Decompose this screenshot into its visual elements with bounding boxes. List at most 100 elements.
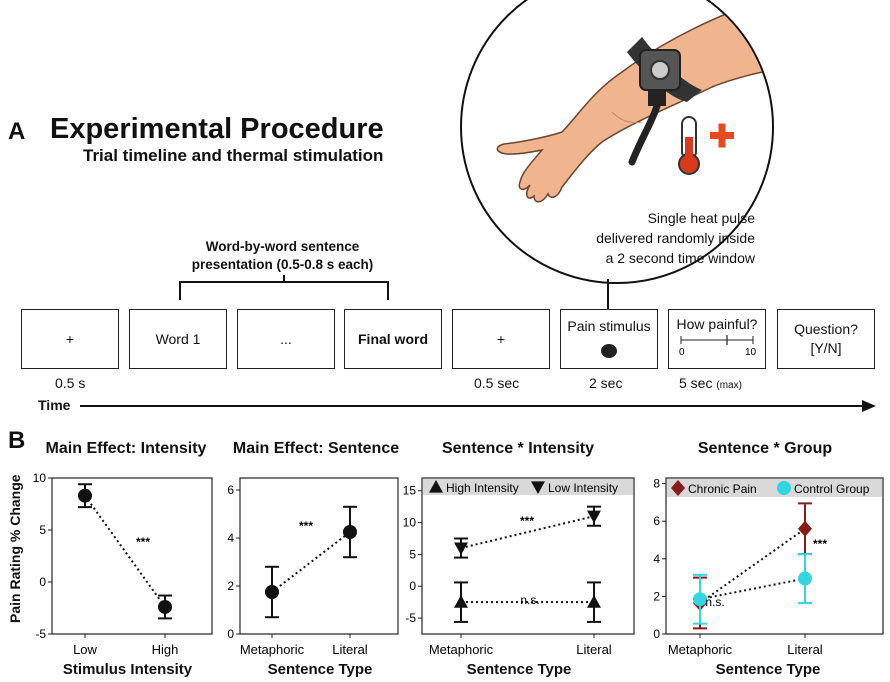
y-tick-label: -5	[35, 627, 46, 641]
data-point	[587, 510, 601, 524]
data-point	[343, 525, 357, 539]
timeline-box-fixation-2: +	[452, 309, 550, 369]
box-label: Question?	[794, 321, 858, 337]
series-connector	[271, 531, 351, 593]
y-tick-label: 10	[33, 471, 47, 485]
data-point	[78, 488, 92, 503]
scale-max-label: 10	[745, 347, 757, 358]
x-tick-label: Literal	[787, 642, 823, 657]
y-tick-label: 0	[653, 627, 660, 641]
plot-frame	[51, 477, 213, 635]
time-axis-label: Time	[38, 397, 71, 413]
x-tick-label: Literal	[576, 642, 612, 657]
timeline-box-ellipsis: ...	[237, 309, 335, 369]
plot-frame	[421, 477, 635, 635]
x-tick-label: Low	[73, 642, 97, 657]
y-tick-label: 5	[39, 523, 46, 537]
legend-label-low: Low Intensity	[548, 481, 618, 495]
stimulation-illustration	[460, 0, 774, 284]
chart-2-xlabel: Sentence Type	[267, 661, 373, 678]
duration-rating-value: 5 sec	[679, 375, 713, 391]
chart-1-title: Main Effect: Intensity	[45, 440, 207, 457]
heat-text-line-3: a 2 second time window	[605, 250, 755, 266]
y-tick-label: 5	[409, 547, 416, 561]
y-tick-label: 0	[39, 575, 46, 589]
duration-rating-max: (max)	[716, 380, 742, 391]
chart-1-xlabel: Stimulus Intensity	[62, 661, 193, 678]
bracket-label-line-2: presentation (0.5-0.8 s each)	[191, 257, 374, 272]
box-label-2: [Y/N]	[810, 340, 842, 356]
legend-background	[667, 479, 882, 497]
y-tick-label: 0	[227, 627, 234, 641]
data-point	[454, 595, 468, 608]
panel-a-title: Experimental Procedure	[50, 113, 384, 145]
legend-label-high: High Intensity	[446, 481, 519, 495]
x-tick-label: Metaphoric	[668, 642, 733, 657]
chart-3-xlabel: Sentence Type	[466, 661, 572, 678]
x-tick-label: Literal	[332, 642, 368, 657]
legend-label-control: Control Group	[794, 482, 870, 496]
box-label: +	[496, 331, 506, 347]
data-point	[798, 520, 812, 537]
timeline-box-word-1: Word 1	[129, 309, 227, 369]
legend-background	[423, 479, 633, 495]
box-label: How painful?	[676, 316, 758, 332]
y-tick-label: 0	[409, 579, 416, 593]
y-tick-label: 6	[653, 514, 660, 528]
y-tick-label: 10	[403, 516, 417, 530]
duration-fixation-1: 0.5 s	[55, 375, 86, 391]
stimulus-connector-line	[607, 279, 609, 309]
significance-annotation: ***	[299, 519, 313, 533]
duration-fixation-2: 0.5 sec	[474, 375, 520, 391]
panel-letter-a: A	[8, 118, 26, 145]
chart-4-xlabel: Sentence Type	[715, 661, 821, 678]
timeline-box-question: Question? [Y/N]	[777, 309, 875, 369]
series-connector	[84, 495, 166, 608]
legend-marker-control	[777, 481, 791, 495]
y-tick-label: 2	[653, 589, 660, 603]
heat-text-line-1: Single heat pulse	[647, 210, 755, 226]
timeline-box-pain-stimulus: Pain stimulus	[560, 309, 658, 369]
y-axis-label: Pain Rating % Change	[7, 474, 23, 623]
chart-4-title: Sentence * Group	[697, 440, 833, 457]
y-tick-label: 6	[227, 483, 234, 497]
panel-letter-b: B	[8, 427, 26, 454]
significance-annotation: n.s.	[520, 593, 539, 607]
rating-scale: 0 10	[679, 335, 757, 358]
x-tick-label: High	[152, 642, 179, 657]
arm-illustration	[496, 1, 772, 203]
timeline-box-fixation-1: +	[21, 309, 119, 369]
data-point	[587, 595, 601, 608]
y-tick-label: 2	[227, 579, 234, 593]
thermode-cable	[628, 102, 661, 166]
significance-annotation: n.s.	[705, 595, 724, 609]
y-tick-label: 8	[653, 477, 660, 491]
time-arrow	[80, 400, 876, 412]
legend-marker-low	[531, 481, 545, 494]
stimulus-dot-icon	[601, 344, 617, 358]
chart-3-title: Sentence * Intensity	[441, 440, 595, 457]
sentence-bracket-label: Word-by-word sentence presentation (0.5-…	[155, 238, 410, 274]
arm-shape	[496, 1, 772, 203]
y-tick-label: 15	[403, 484, 417, 498]
y-tick-label: 4	[653, 552, 660, 566]
box-label: Pain stimulus	[567, 318, 651, 334]
panel-a-subtitle: Trial timeline and thermal stimulation	[83, 146, 384, 165]
data-point	[693, 592, 707, 607]
duration-rating: 5 sec (max)	[679, 375, 742, 391]
data-point	[158, 599, 172, 614]
heat-plus-icon	[710, 123, 734, 148]
box-label: +	[65, 331, 75, 347]
bracket-label-line-1: Word-by-word sentence	[205, 239, 360, 254]
timeline-box-rating: How painful? 0 10	[668, 309, 766, 369]
legend-marker-high	[429, 480, 443, 493]
data-point	[454, 542, 468, 556]
duration-pain-stimulus: 2 sec	[589, 375, 623, 391]
significance-annotation: ***	[136, 535, 150, 549]
heat-pulse-description: Single heat pulse delivered randomly ins…	[580, 208, 755, 268]
y-tick-label: -5	[405, 611, 416, 625]
plot-frame	[239, 477, 399, 635]
